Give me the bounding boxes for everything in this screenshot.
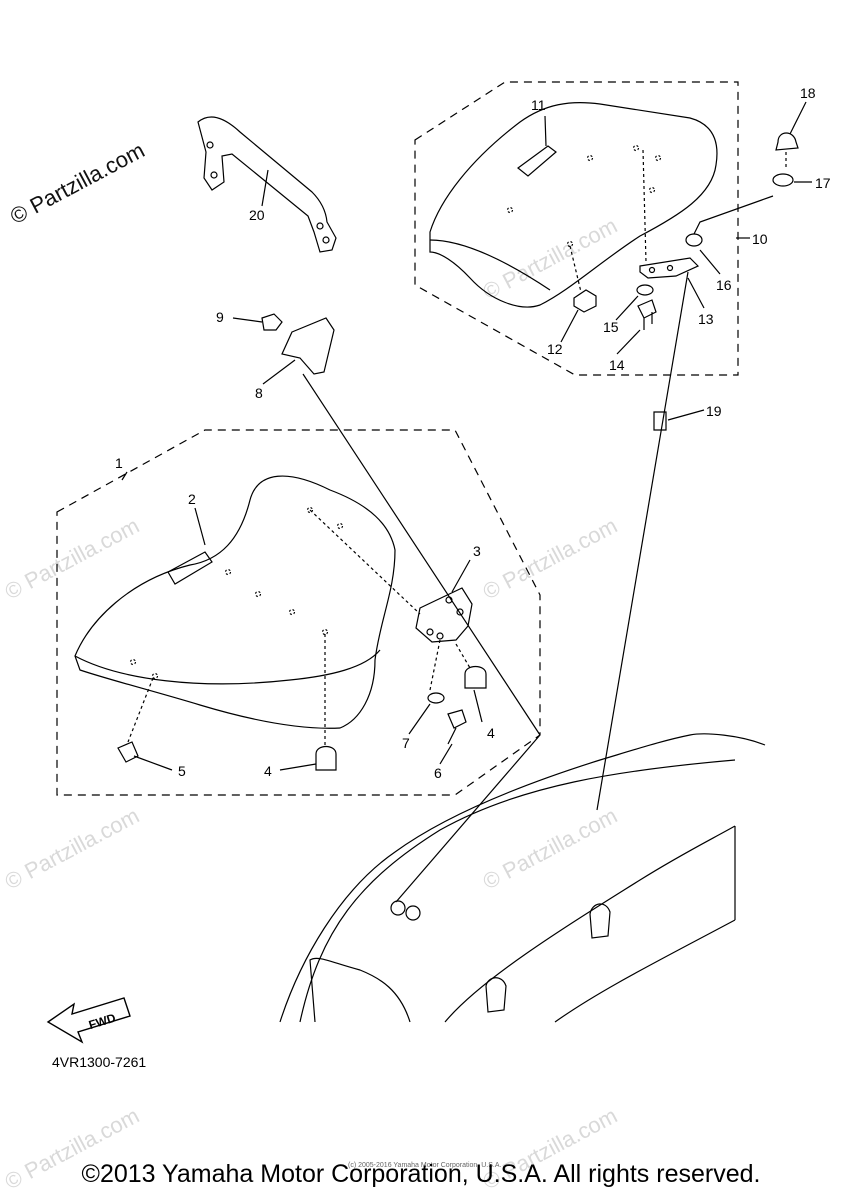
front-seat-group-box (56, 429, 541, 796)
callouts: 1 2 3 4 4 5 6 7 8 9 10 11 12 13 14 15 16… (115, 85, 831, 781)
rod (596, 271, 689, 811)
bolt-5 (117, 741, 139, 763)
callout-15: 15 (603, 319, 619, 335)
rear-bracket (639, 257, 700, 279)
callout-13: 13 (698, 311, 714, 327)
callout-4a: 4 (487, 725, 495, 741)
bolt-9 (261, 313, 283, 331)
rear-nut (573, 289, 597, 313)
callout-3: 3 (473, 543, 481, 559)
callout-18: 18 (800, 85, 816, 101)
grab-bar (197, 116, 337, 253)
fwd-arrow-icon: FWD (46, 997, 131, 1044)
front-seat (74, 475, 396, 729)
rear-seat (429, 102, 718, 308)
callout-2: 2 (188, 491, 196, 507)
rear-seat-group-box (414, 81, 739, 376)
rear-bolt (637, 299, 657, 330)
watermark: © Partzilla.com (479, 213, 622, 305)
callout-9: 9 (216, 309, 224, 325)
callout-4b: 4 (264, 763, 272, 779)
callout-1: 1 (115, 455, 123, 471)
rear-fender (279, 733, 766, 1023)
tiny-notice: (c) 2005-2016 Yamaha Motor Corporation, … (348, 1162, 502, 1169)
copyright-footer: ©2013 Yamaha Motor Corporation, U.S.A. A… (81, 1160, 761, 1188)
watermark: © Partzilla.com (479, 513, 622, 605)
watermark: © Partzilla.com (1, 803, 144, 895)
damper-4b (315, 745, 337, 771)
callout-10: 10 (752, 231, 768, 247)
cap-nut-18 (775, 132, 799, 151)
callout-6: 6 (434, 765, 442, 781)
front-bracket-3 (415, 587, 473, 643)
watermarks: © Partzilla.com © Partzilla.com © Partzi… (1, 213, 622, 1195)
rear-damper (685, 233, 703, 247)
watermark: © Partzilla.com (479, 803, 622, 895)
rear-washer (636, 284, 654, 296)
callout-12: 12 (547, 341, 563, 357)
callout-16: 16 (716, 277, 732, 293)
callout-19: 19 (706, 403, 722, 419)
washer-17 (772, 173, 794, 187)
watermark: © Partzilla.com (1, 513, 144, 605)
washer-7 (427, 692, 445, 704)
seat-bracket-8 (281, 317, 335, 375)
callout-17: 17 (815, 175, 831, 191)
diagram-code: 4VR1300-7261 (52, 1054, 147, 1070)
callout-7: 7 (402, 735, 410, 751)
callout-8: 8 (255, 385, 263, 401)
damper-4a (464, 665, 487, 689)
bolt-6 (447, 709, 467, 745)
callout-20: 20 (249, 207, 265, 223)
callout-5: 5 (178, 763, 186, 779)
callout-14: 14 (609, 357, 625, 373)
callout-11: 11 (531, 97, 546, 113)
